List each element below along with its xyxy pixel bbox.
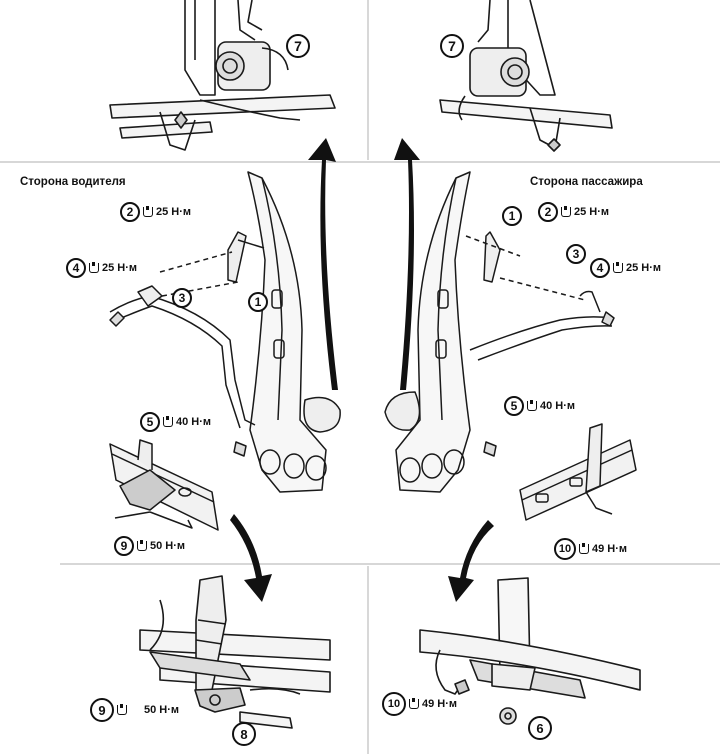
part-number-badge: 3 <box>566 244 586 264</box>
driver-b-pillar <box>109 171 341 493</box>
torque-wrench-icon <box>137 540 147 551</box>
part-number-badge: 3 <box>172 288 192 308</box>
callout-driver-bolt-5: 5 40 Н·м <box>140 412 211 432</box>
part-number-badge: 7 <box>440 34 464 58</box>
torque-wrench-icon <box>117 704 127 715</box>
callout-passenger-anchor-3: 3 <box>566 244 586 264</box>
callout-driver-bolt-2: 2 25 Н·м <box>120 202 191 222</box>
part-number-badge: 10 <box>382 692 406 716</box>
callout-driver-bolt-4: 4 25 Н·м <box>66 258 137 278</box>
down-arrow-left-icon <box>230 514 272 602</box>
callout-retractor-right: 7 <box>440 34 464 58</box>
part-number-badge: 8 <box>232 722 256 746</box>
callout-buckle-bolt-9: 9 50 Н·м <box>90 698 179 722</box>
torque-value: 50 Н·м <box>150 540 186 552</box>
torque-wrench-icon <box>409 698 419 709</box>
torque-value: 25 Н·м <box>102 262 138 274</box>
callout-driver-anchor-3: 3 <box>172 288 192 308</box>
torque-value: 40 Н·м <box>176 416 212 428</box>
callout-passenger-bolt-2: 2 25 Н·м <box>538 202 609 222</box>
torque-wrench-icon <box>613 262 623 273</box>
top-right-retractor-detail <box>439 0 613 152</box>
part-number-badge: 5 <box>140 412 160 432</box>
top-left-retractor-detail <box>109 0 336 151</box>
part-number-badge: 1 <box>248 292 268 312</box>
torque-value: 25 Н·м <box>574 206 610 218</box>
callout-passenger-bolt-5: 5 40 Н·м <box>504 396 575 416</box>
part-number-badge: 5 <box>504 396 524 416</box>
driver-seat-rail <box>109 439 219 531</box>
torque-wrench-icon <box>527 400 537 411</box>
callout-passenger-adjuster-1: 1 <box>502 206 522 226</box>
torque-wrench-icon <box>163 416 173 427</box>
torque-value: 49 Н·м <box>592 543 628 555</box>
passenger-b-pillar <box>384 171 615 493</box>
torque-wrench-icon <box>561 206 571 217</box>
torque-value: 49 Н·м <box>422 698 458 710</box>
part-number-badge: 1 <box>502 206 522 226</box>
callout-passenger-bolt-4: 4 25 Н·м <box>590 258 661 278</box>
part-number-badge: 10 <box>554 538 576 560</box>
driver-side-label: Сторона водителя <box>20 176 126 188</box>
part-number-badge: 2 <box>120 202 140 222</box>
part-number-badge: 4 <box>590 258 610 278</box>
passenger-side-label: Сторона пассажира <box>530 176 643 188</box>
callout-anchor-bolt-10: 10 49 Н·м <box>382 692 457 716</box>
torque-wrench-icon <box>89 262 99 273</box>
torque-value: 50 Н·м <box>144 704 180 716</box>
callout-buckle-8: 8 <box>232 722 256 746</box>
torque-value: 25 Н·м <box>626 262 662 274</box>
up-arrow-left-icon <box>308 138 338 390</box>
callout-passenger-bolt-10: 10 49 Н·м <box>554 538 627 560</box>
callout-driver-bolt-9: 9 50 Н·м <box>114 536 185 556</box>
part-number-badge: 9 <box>90 698 114 722</box>
part-number-badge: 7 <box>286 34 310 58</box>
callout-driver-adjuster-1: 1 <box>248 292 268 312</box>
torque-value: 25 Н·м <box>156 206 192 218</box>
part-number-badge: 2 <box>538 202 558 222</box>
part-number-badge: 9 <box>114 536 134 556</box>
bottom-left-buckle-detail <box>139 575 331 729</box>
torque-value: 40 Н·м <box>540 400 576 412</box>
torque-wrench-icon <box>143 206 153 217</box>
part-number-badge: 6 <box>528 716 552 740</box>
up-arrow-right-icon <box>394 138 420 390</box>
passenger-seat-rail <box>519 423 637 521</box>
bottom-right-anchor-detail <box>419 577 641 725</box>
part-number-badge: 4 <box>66 258 86 278</box>
torque-wrench-icon <box>579 543 589 554</box>
down-arrow-right-icon <box>448 520 494 602</box>
callout-anchor-6: 6 <box>528 716 552 740</box>
callout-retractor-left: 7 <box>286 34 310 58</box>
